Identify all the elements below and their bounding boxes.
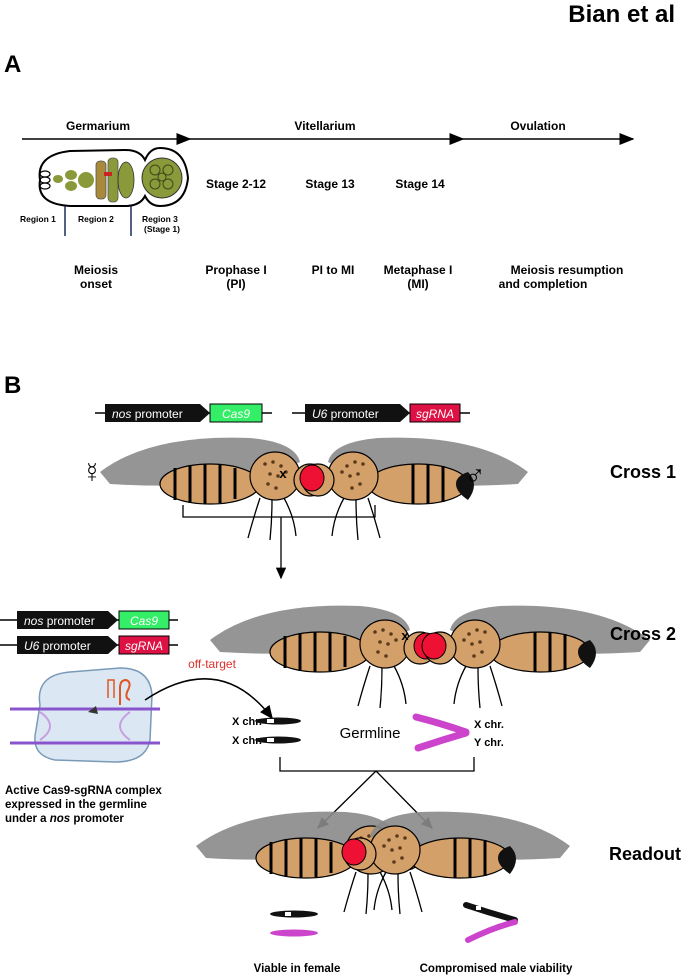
event-meiosis-onset-2: onset [80, 277, 112, 291]
cross-1-label: Cross 1 [610, 462, 676, 482]
region-3-label: Region 3 [142, 214, 178, 224]
u6-italic: U6 [312, 407, 328, 421]
female-symbol: ☿ [82, 457, 103, 488]
germline-label: Germline [340, 725, 401, 742]
event-resumption-2: and completion [499, 277, 588, 291]
female-fly-cross2 [208, 604, 440, 710]
complex-caption-line-1: Active Cas9-sgRNA complex [5, 785, 162, 797]
caption-nos-italic: nos [50, 813, 70, 825]
phase-ovulation: Ovulation [510, 119, 565, 133]
male-fly-cross2 [420, 604, 652, 710]
event-meiosis-onset-1: Meiosis [74, 263, 118, 277]
region-1-label: Region 1 [20, 214, 56, 224]
caption-prefix: under a [5, 813, 50, 825]
phase-vitellarium: Vitellarium [294, 119, 355, 133]
complex-caption-line-2: expressed in the germline [5, 799, 147, 811]
event-pi-to-mi: PI to MI [312, 263, 355, 277]
cross1-x: x [279, 466, 287, 481]
nos-cas9-construct-top: nos promoter Cas9 [95, 403, 272, 423]
panel-b-label: B [4, 372, 21, 399]
event-metaphase-2: (MI) [407, 277, 428, 291]
caption-suffix: promoter [70, 813, 124, 825]
svg-text:U6 promoter: U6 promoter [24, 639, 91, 653]
region-2-label: Region 2 [78, 214, 114, 224]
stage-13: Stage 13 [305, 177, 355, 191]
phase-germarium: Germarium [66, 119, 130, 133]
svg-text:U6 promoter: U6 promoter [312, 407, 379, 421]
readout-female-chromosomes [270, 910, 318, 937]
stage-2-12: Stage 2-12 [206, 177, 266, 191]
male-xy-chromosomes [412, 713, 470, 752]
nos-italic: nos [112, 407, 131, 421]
cross1-bracket [182, 505, 376, 580]
stage-14: Stage 14 [395, 177, 445, 191]
cas9-label: Cas9 [130, 614, 158, 628]
sgrna-label: sgRNA [125, 639, 163, 653]
female-x-chromosomes [255, 717, 301, 744]
promoter-word: promoter [131, 407, 182, 421]
female-fly-cross1 [98, 436, 330, 542]
u6-sgrna-construct-top: U6 promoter sgRNA [292, 403, 470, 423]
event-metaphase-1: Metaphase I [384, 263, 453, 277]
off-target-arrow [144, 678, 273, 720]
event-prophase-2: (PI) [226, 277, 245, 291]
promoter-word: promoter [39, 639, 90, 653]
viable-in-female-caption: Viable in female [254, 963, 341, 975]
x-chr-label-male: X chr. [474, 719, 504, 731]
ovariole-illustration [38, 146, 190, 236]
region-3-sublabel: (Stage 1) [144, 224, 180, 234]
nos-cas9-construct-left: nos promoter Cas9 [0, 610, 178, 630]
panel-a-label: A [4, 51, 21, 78]
compromised-male-caption: Compromised male viability [420, 963, 573, 975]
cross2-x: x [401, 628, 409, 643]
male-fly-cross1 [298, 436, 530, 542]
event-prophase-1: Prophase I [205, 263, 266, 277]
male-symbol: ♂ [465, 460, 486, 491]
promoter-word: promoter [43, 614, 94, 628]
readout-male-chromosomes [463, 902, 518, 943]
cas9-label: Cas9 [222, 407, 250, 421]
promoter-word: promoter [327, 407, 378, 421]
author-label: Bian et al [568, 1, 675, 28]
u6-italic: U6 [24, 639, 40, 653]
off-target-label: off-target [188, 657, 236, 671]
readout-label: Readout [609, 844, 681, 864]
complex-caption-line-3: under a nos promoter [5, 813, 124, 825]
x-chr-label-2: X chr. [232, 735, 262, 747]
nos-italic: nos [24, 614, 43, 628]
cross-2-label: Cross 2 [610, 624, 676, 644]
cas9-sgrna-complex-illustration [10, 667, 160, 763]
svg-text:nos promoter: nos promoter [24, 614, 95, 628]
x-chr-label-1: X chr. [232, 716, 262, 728]
event-resumption-1: Meiosis resumption [511, 263, 624, 277]
u6-sgrna-construct-left: U6 promoter sgRNA [0, 635, 178, 655]
svg-text:nos promoter: nos promoter [112, 407, 183, 421]
sgrna-label: sgRNA [416, 407, 454, 421]
y-chr-label-male: Y chr. [474, 737, 504, 749]
readout-male-fly [340, 810, 572, 916]
